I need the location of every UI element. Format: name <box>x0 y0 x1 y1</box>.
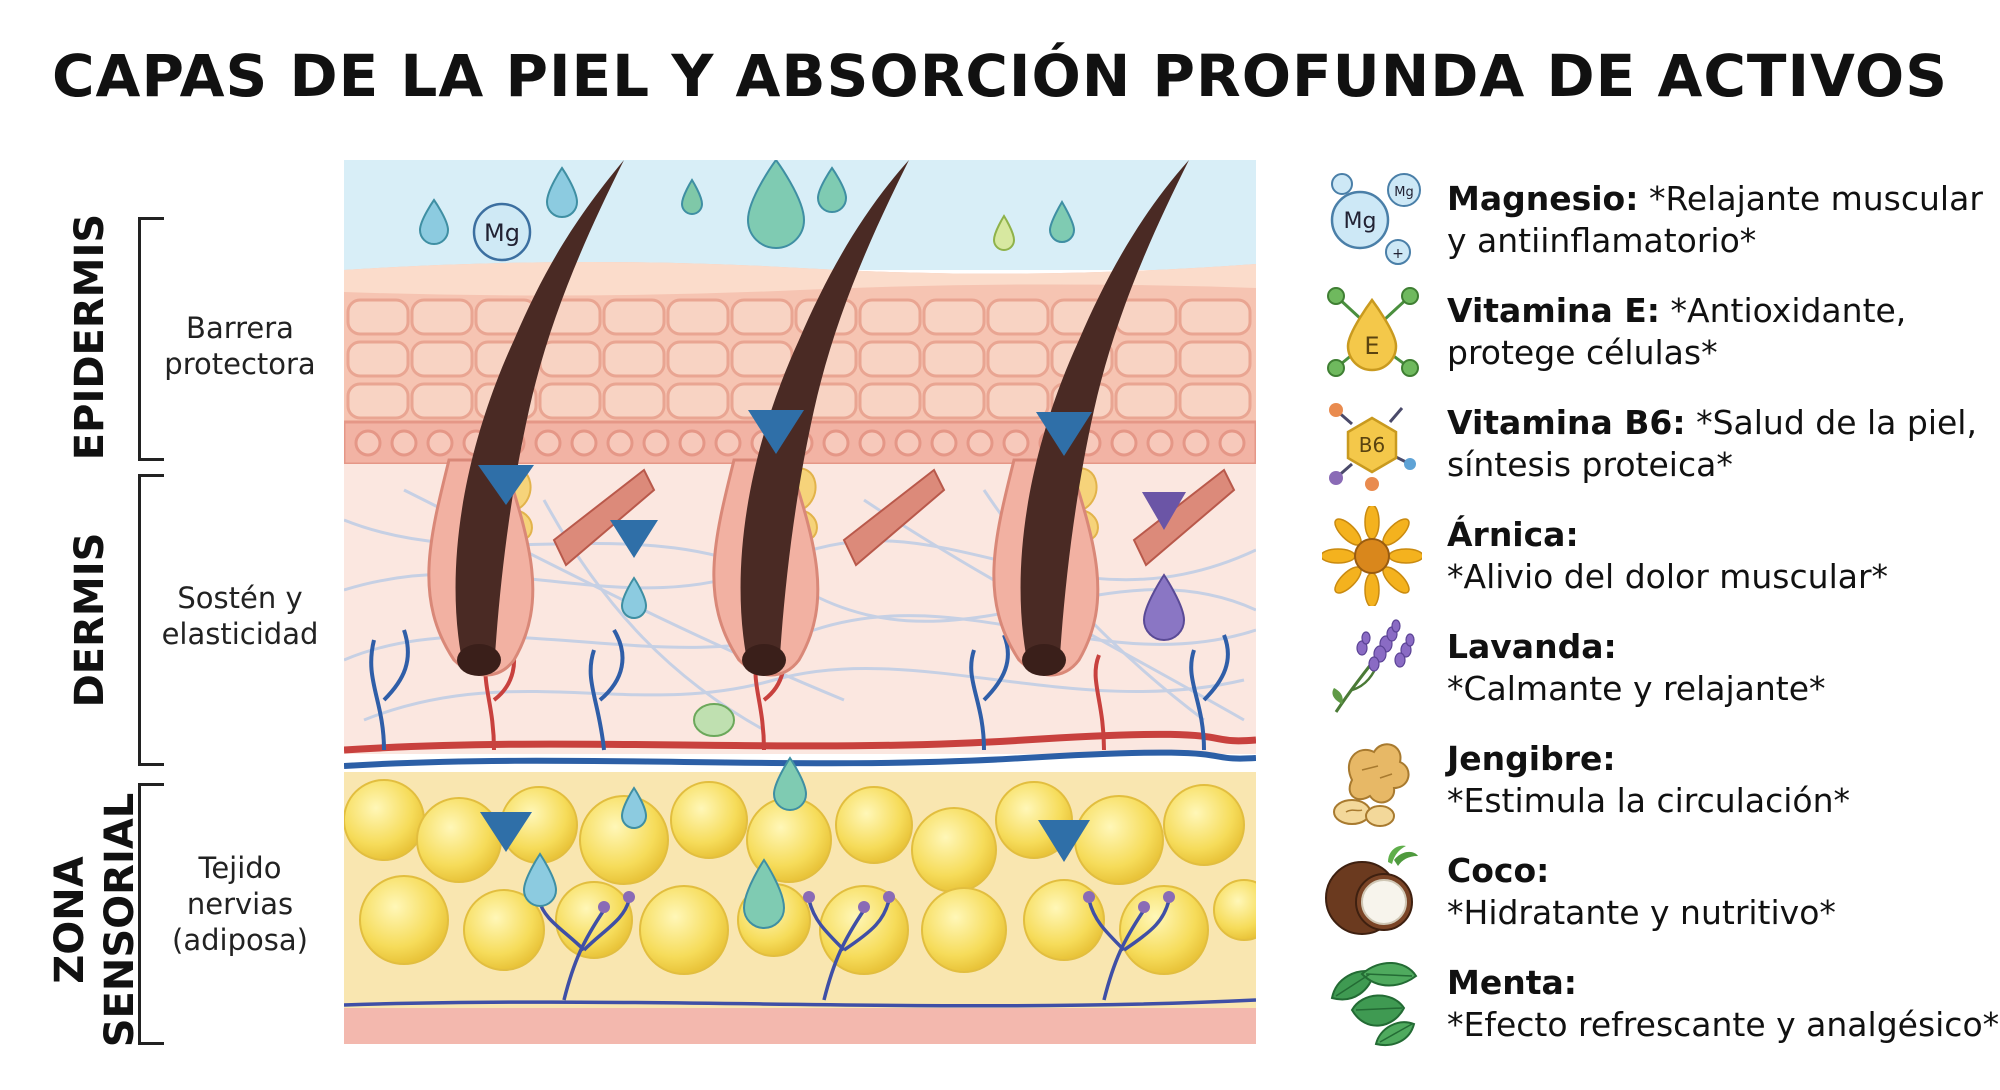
legend-item-vitamina-e: E Vitamina E: *Antioxidante, protege cél… <box>1322 282 1992 382</box>
legend-desc: *Hidratante y nutritivo* <box>1447 893 1836 932</box>
magnesium-particle-label: Mg <box>484 219 520 247</box>
legend-text: Vitamina B6: *Salud de la piel, síntesis… <box>1447 402 2000 486</box>
magnesium-particle: Mg <box>472 202 532 262</box>
legend-name: Jengibre: <box>1447 739 1616 778</box>
legend-desc: *Salud de la piel, síntesis proteica* <box>1447 403 1977 484</box>
hair-shafts <box>455 160 1189 670</box>
legend-desc: *Calmante y relajante* <box>1447 669 1826 708</box>
legend-text: Árnica: *Alivio del dolor muscular* <box>1447 514 2000 598</box>
svg-text:Mg: Mg <box>1394 185 1413 200</box>
vitamin-b6-molecule-icon: B6 <box>1329 403 1416 491</box>
layer-desc-epidermis: Barrera protectora <box>150 310 330 382</box>
sensory-nerves <box>344 899 1256 1008</box>
vitamin-e-icon-label: E <box>1364 332 1379 360</box>
hair-bulbs <box>457 644 1066 676</box>
legend-item-lavanda: Lavanda: *Calmante y relajante* <box>1322 618 1992 718</box>
vitamin-e-molecule-icon: E <box>1327 287 1419 377</box>
legend-item-magnesio: Mg Mg + Magnesio: *Relajante muscular y … <box>1322 170 1992 270</box>
absorption-arrowhead <box>748 410 804 454</box>
layer-desc-line: Tejido <box>198 851 282 885</box>
absorption-arrowhead <box>480 812 532 852</box>
layer-desc-line: Barrera <box>186 311 294 345</box>
legend-desc: *Relajante muscular y antiinflamatorio* <box>1447 179 1983 260</box>
legend-item-coco: Coco: *Hidratante y nutritivo* <box>1322 842 1992 942</box>
absorption-arrowhead <box>1038 820 1090 862</box>
layer-desc-line: nervias <box>186 887 294 921</box>
legend-item-menta: Menta: *Efecto refrescante y analgésico* <box>1322 954 1999 1054</box>
layer-desc-line: Sostén y <box>177 581 303 615</box>
epidermis-cells <box>346 298 1252 420</box>
page-title: CAPAS DE LA PIEL Y ABSORCIÓN PROFUNDA DE… <box>51 42 1948 110</box>
lavender-sprig-icon <box>1332 619 1415 713</box>
legend-name: Vitamina E: <box>1447 291 1661 330</box>
layer-desc-line: elasticidad <box>161 617 319 651</box>
capillaries-blue <box>369 628 1230 751</box>
legend-name: Lavanda: <box>1447 627 1617 666</box>
legend-item-arnica: Árnica: *Alivio del dolor muscular* <box>1322 506 1992 606</box>
fat-cells <box>344 779 1256 975</box>
legend-name: Vitamina B6: <box>1447 403 1686 442</box>
absorption-arrowhead <box>1036 412 1092 456</box>
bracket-epidermis <box>138 217 164 461</box>
legend-item-vitamina-b6: B6 Vitamina B6: *Salud de la piel, sínte… <box>1322 394 1992 494</box>
artery <box>344 730 1256 754</box>
ginger-root-icon <box>1333 743 1410 827</box>
layer-desc-dermis: Sostén y elasticidad <box>150 580 330 652</box>
absorption-arrowhead <box>478 465 534 505</box>
arnica-flower-icon <box>1322 506 1422 606</box>
muscle-fascia <box>344 1008 1256 1044</box>
legend-name: Árnica: <box>1447 515 1579 554</box>
bracket-sensory-zone <box>138 783 164 1045</box>
legend-name: Menta: <box>1447 963 1577 1002</box>
absorption-arrows <box>478 260 1186 862</box>
layer-desc-line: protectora <box>164 347 316 381</box>
skin-cross-section-diagram: Mg <box>344 160 1256 1044</box>
mint-leaves-icon <box>1330 961 1418 1046</box>
vein <box>344 749 1256 769</box>
absorption-arrowhead <box>1142 492 1186 530</box>
magnesium-molecule-icon: Mg Mg + <box>1330 173 1421 265</box>
layer-desc-sensory-zone: Tejido nervias (adiposa) <box>150 850 330 958</box>
legend-text: Coco: *Hidratante y nutritivo* <box>1447 850 2000 934</box>
legend-name: Magnesio: <box>1447 179 1639 218</box>
legend-text: Jengibre: *Estimula la circulación* <box>1447 738 2000 822</box>
layer-label-line: ZONA <box>47 856 93 984</box>
legend-text: Vitamina E: *Antioxidante, protege célul… <box>1447 290 2000 374</box>
absorbed-droplets <box>522 573 1186 929</box>
bracket-dermis <box>138 474 164 766</box>
legend-desc: *Alivio del dolor muscular* <box>1447 557 1889 596</box>
coconut-icon <box>1325 845 1418 935</box>
magnesium-icon-label: Mg <box>1344 209 1377 234</box>
legend-desc: *Antioxidante, protege células* <box>1447 291 1907 372</box>
legend-text: Menta: *Efecto refrescante y analgésico* <box>1447 962 2000 1046</box>
legend-item-jengibre: Jengibre: *Estimula la circulación* <box>1322 730 1992 830</box>
vitamin-b6-icon-label: B6 <box>1359 433 1385 457</box>
absorption-arrowhead <box>610 520 658 558</box>
legend-desc: *Estimula la circulación* <box>1447 781 1850 820</box>
layer-label-epidermis: EPIDERMIS <box>67 213 113 461</box>
surface-droplets <box>418 160 1076 251</box>
layer-desc-line: (adiposa) <box>172 923 308 957</box>
layer-label-dermis: DERMIS <box>67 532 113 708</box>
legend-text: Magnesio: *Relajante muscular y antiinfl… <box>1447 178 2000 262</box>
svg-text:+: + <box>1392 246 1404 262</box>
layer-label-sensory-zone: ZONA SENSORIAL <box>45 770 145 1070</box>
legend-desc: *Efecto refrescante y analgésico* <box>1447 1005 2000 1044</box>
legend-name: Coco: <box>1447 851 1550 890</box>
legend-text: Lavanda: *Calmante y relajante* <box>1447 626 2000 710</box>
